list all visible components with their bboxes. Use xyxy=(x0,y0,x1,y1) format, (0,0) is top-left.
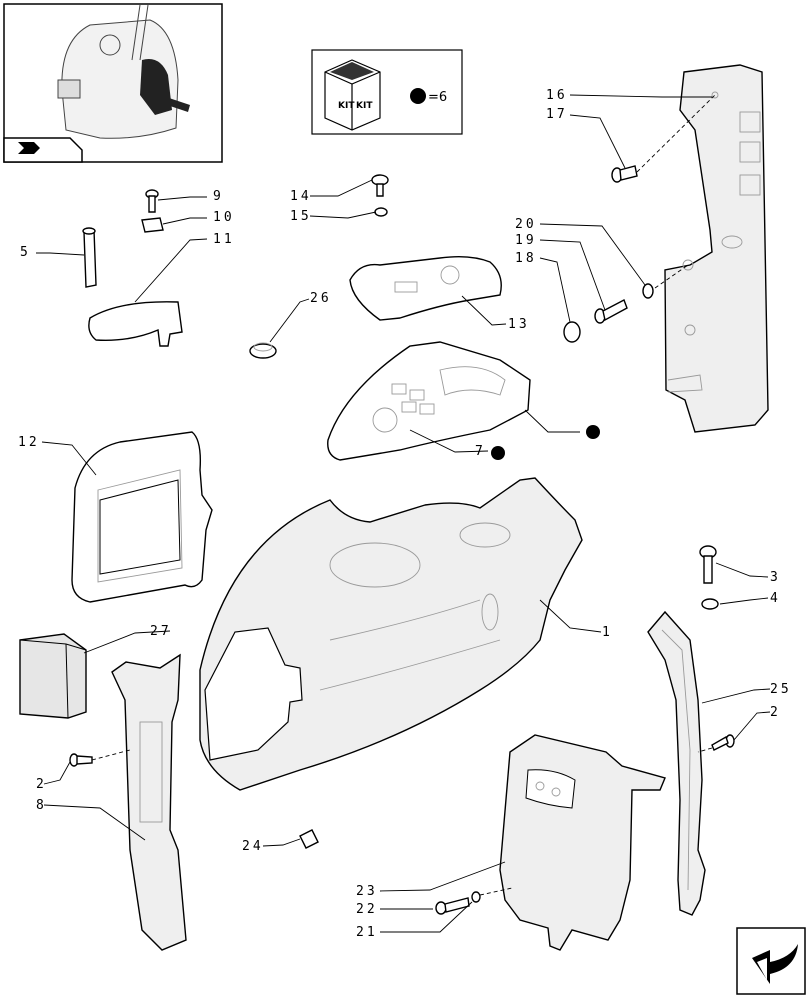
callout-7: 7 xyxy=(475,444,486,459)
callout-23: 23 xyxy=(356,884,378,899)
bolt-22 xyxy=(435,897,470,915)
screw-14 xyxy=(371,174,389,197)
kit-dot-marker-7 xyxy=(491,446,505,460)
callout-21: 21 xyxy=(356,925,378,940)
callout-2-right: 2 xyxy=(770,705,781,720)
callout-17: 17 xyxy=(546,107,568,122)
callout-labels: 16 17 20 19 18 14 15 9 10 11 5 26 13 7 1… xyxy=(18,88,792,940)
screw-17 xyxy=(611,165,638,183)
kit-dot-marker-switch-panel xyxy=(586,425,600,439)
callout-11: 11 xyxy=(213,232,235,247)
clip-24 xyxy=(299,829,319,849)
callout-3: 3 xyxy=(770,570,781,585)
callout-27: 27 xyxy=(150,624,172,639)
nut-4 xyxy=(701,598,719,610)
callout-16: 16 xyxy=(546,88,568,103)
grommet-26 xyxy=(249,342,277,359)
kit-badge-right: KIT xyxy=(356,101,373,111)
bolt-19 xyxy=(594,299,628,324)
callout-1: 1 xyxy=(602,625,613,640)
bolt-3 xyxy=(699,545,717,584)
callout-19: 19 xyxy=(515,233,537,248)
kit-legend-text: =6 xyxy=(428,90,447,105)
callout-8: 8 xyxy=(36,798,47,813)
callout-18: 18 xyxy=(515,251,537,266)
kit-badge-left: KIT xyxy=(338,101,355,111)
callout-2-left: 2 xyxy=(36,777,47,792)
kit-legend-box: KIT KIT =6 xyxy=(311,49,463,135)
callout-20: 20 xyxy=(515,217,537,232)
callout-12: 12 xyxy=(18,435,40,450)
next-page-arrow-icon xyxy=(752,944,798,984)
bolt-18-cap xyxy=(563,321,581,343)
callout-26: 26 xyxy=(310,291,332,306)
console-cover-13 xyxy=(349,255,502,321)
kit-box-icon: KIT KIT xyxy=(324,59,381,131)
bolt-9 xyxy=(145,189,159,213)
screw-2-left xyxy=(69,753,93,767)
display-bezel-12 xyxy=(71,431,213,603)
lower-cover-23 xyxy=(499,734,666,951)
nav-arrow-icon xyxy=(18,142,40,154)
dashboard-shell-1 xyxy=(199,477,583,791)
callout-15: 15 xyxy=(290,209,312,224)
switch-panel-7 xyxy=(327,341,531,461)
callout-24: 24 xyxy=(242,839,264,854)
right-a-pillar-trim-25 xyxy=(647,610,706,916)
left-pillar-trim-8 xyxy=(111,653,187,951)
kit-dot-symbol xyxy=(410,88,426,104)
screw-2-right xyxy=(711,734,735,751)
callout-4: 4 xyxy=(770,591,781,606)
callout-22: 22 xyxy=(356,902,378,917)
callout-25: 25 xyxy=(770,682,792,697)
tractor-cab-thumbnail-icon xyxy=(57,4,190,139)
cover-11 xyxy=(88,301,183,347)
washer-15 xyxy=(374,207,388,217)
leader-lines xyxy=(36,94,771,933)
callout-9: 9 xyxy=(213,189,224,204)
location-thumbnail[interactable] xyxy=(3,3,223,163)
callout-5: 5 xyxy=(20,245,31,260)
next-page-button[interactable] xyxy=(736,927,806,995)
right-pillar-panel xyxy=(664,64,769,433)
callout-10: 10 xyxy=(213,210,235,225)
foam-block-27 xyxy=(19,633,87,719)
callout-13: 13 xyxy=(508,317,530,332)
washer-20 xyxy=(642,283,654,299)
washer-21 xyxy=(471,891,481,903)
clip-10 xyxy=(141,217,164,233)
callout-14: 14 xyxy=(290,189,312,204)
standoff-5 xyxy=(82,227,97,288)
